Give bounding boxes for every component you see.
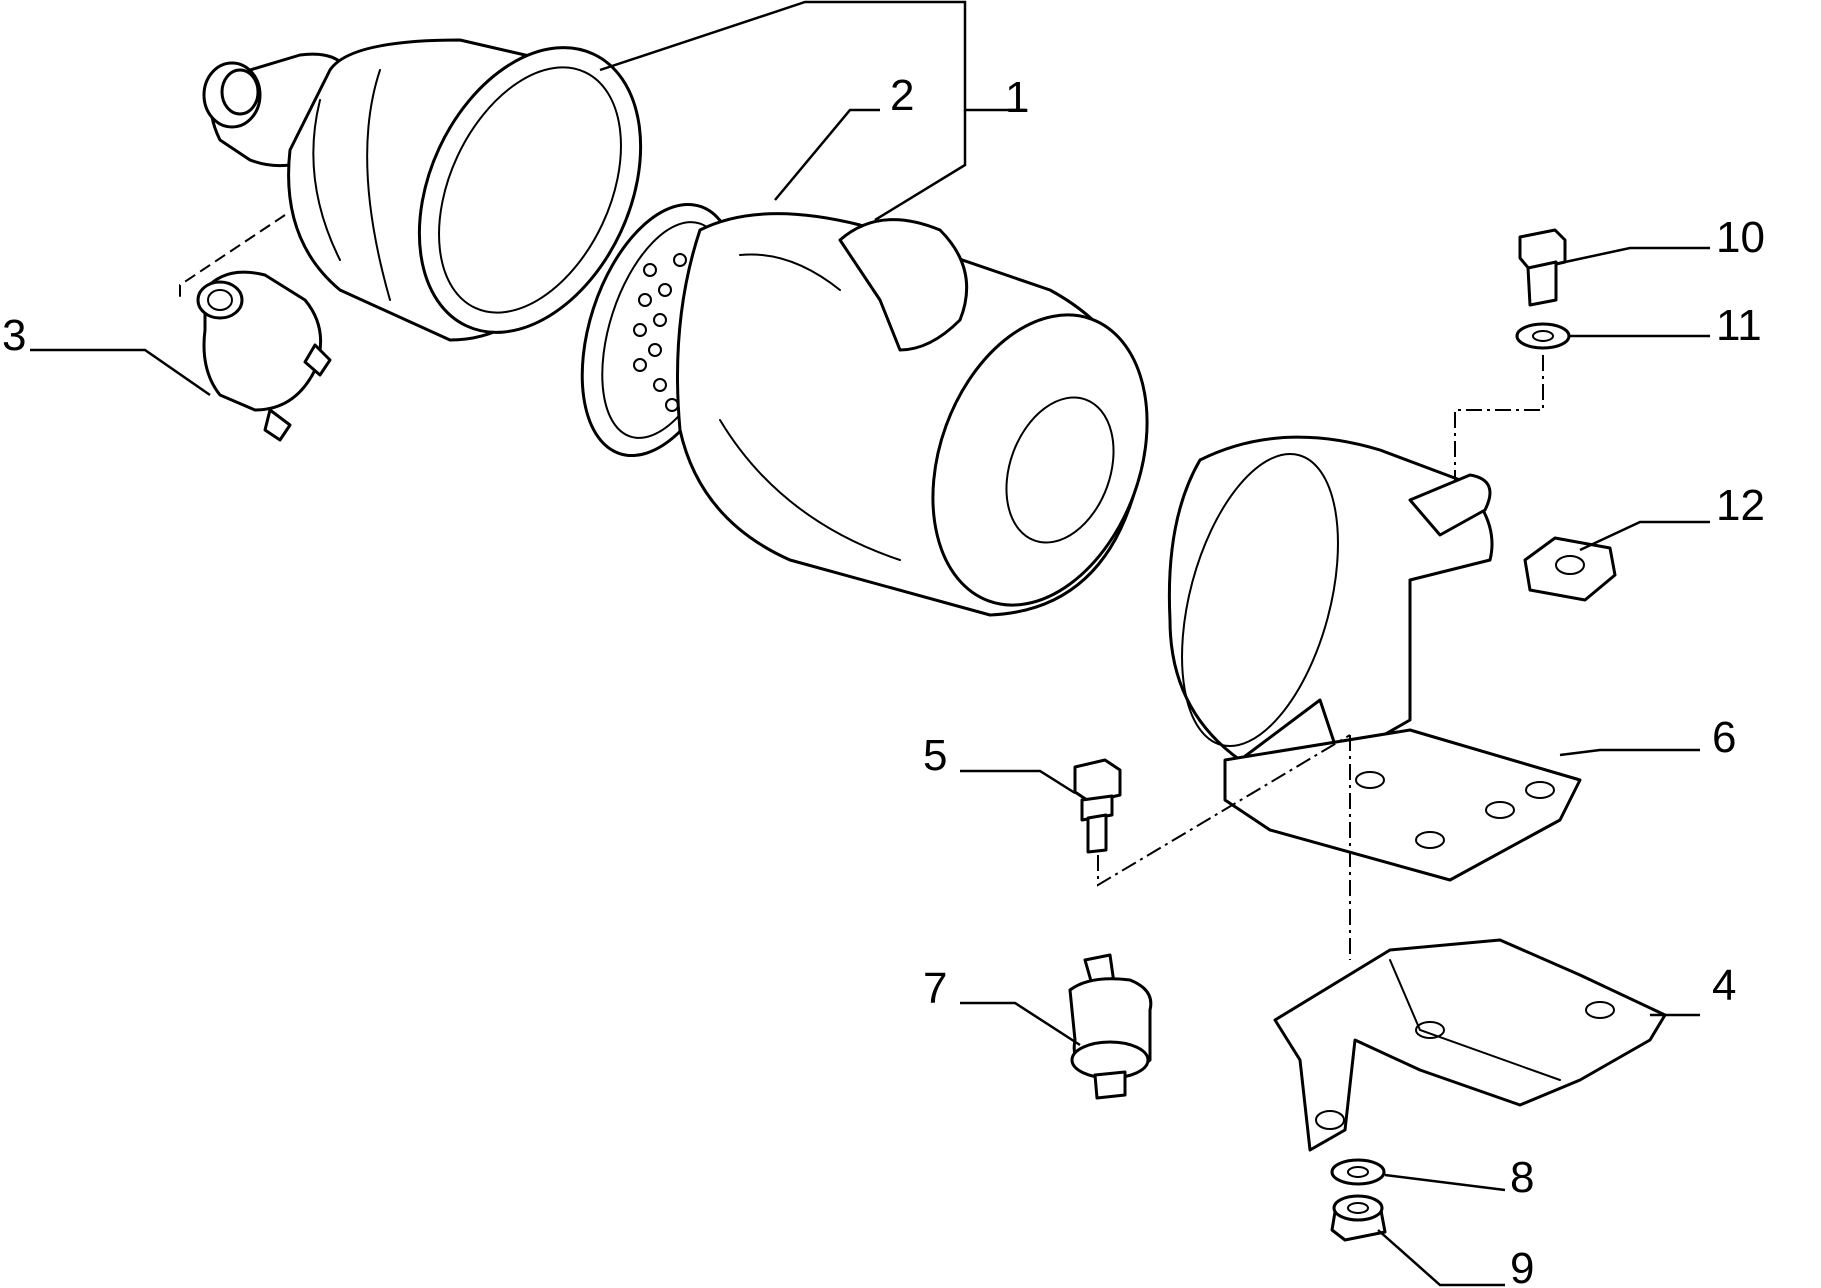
bolt-5 [1073, 758, 1122, 854]
perforations [633, 253, 687, 412]
square-nut-12 [1523, 536, 1617, 602]
callout-9: 9 [1510, 1244, 1534, 1288]
callouts: 1 2 3 4 5 6 7 8 9 10 11 12 [2, 71, 1765, 1288]
callout-8: 8 [1510, 1153, 1534, 1202]
callout-10: 10 [1716, 213, 1765, 262]
leader-lines [30, 0, 1710, 1287]
mounting-band [1167, 435, 1582, 882]
rubber-mount [1068, 953, 1153, 1100]
callout-11: 11 [1716, 301, 1762, 350]
washer-11 [1515, 322, 1571, 350]
assembly-lines [179, 214, 1544, 960]
callout-12: 12 [1716, 481, 1765, 530]
callout-7: 7 [923, 964, 947, 1013]
washer-8 [1330, 1158, 1386, 1186]
lower-bracket [1273, 938, 1667, 1152]
callout-2: 2 [890, 71, 914, 120]
nut-9 [1330, 1194, 1387, 1242]
callout-6: 6 [1712, 713, 1736, 762]
inlet-duct [202, 38, 643, 342]
callout-3: 3 [2, 311, 26, 360]
air-filter-housing [676, 212, 1149, 617]
callout-5: 5 [923, 731, 947, 780]
callout-4: 4 [1712, 961, 1736, 1010]
callout-1: 1 [1005, 73, 1029, 122]
bolt-10 [1518, 228, 1567, 307]
restriction-sensor [196, 270, 332, 442]
